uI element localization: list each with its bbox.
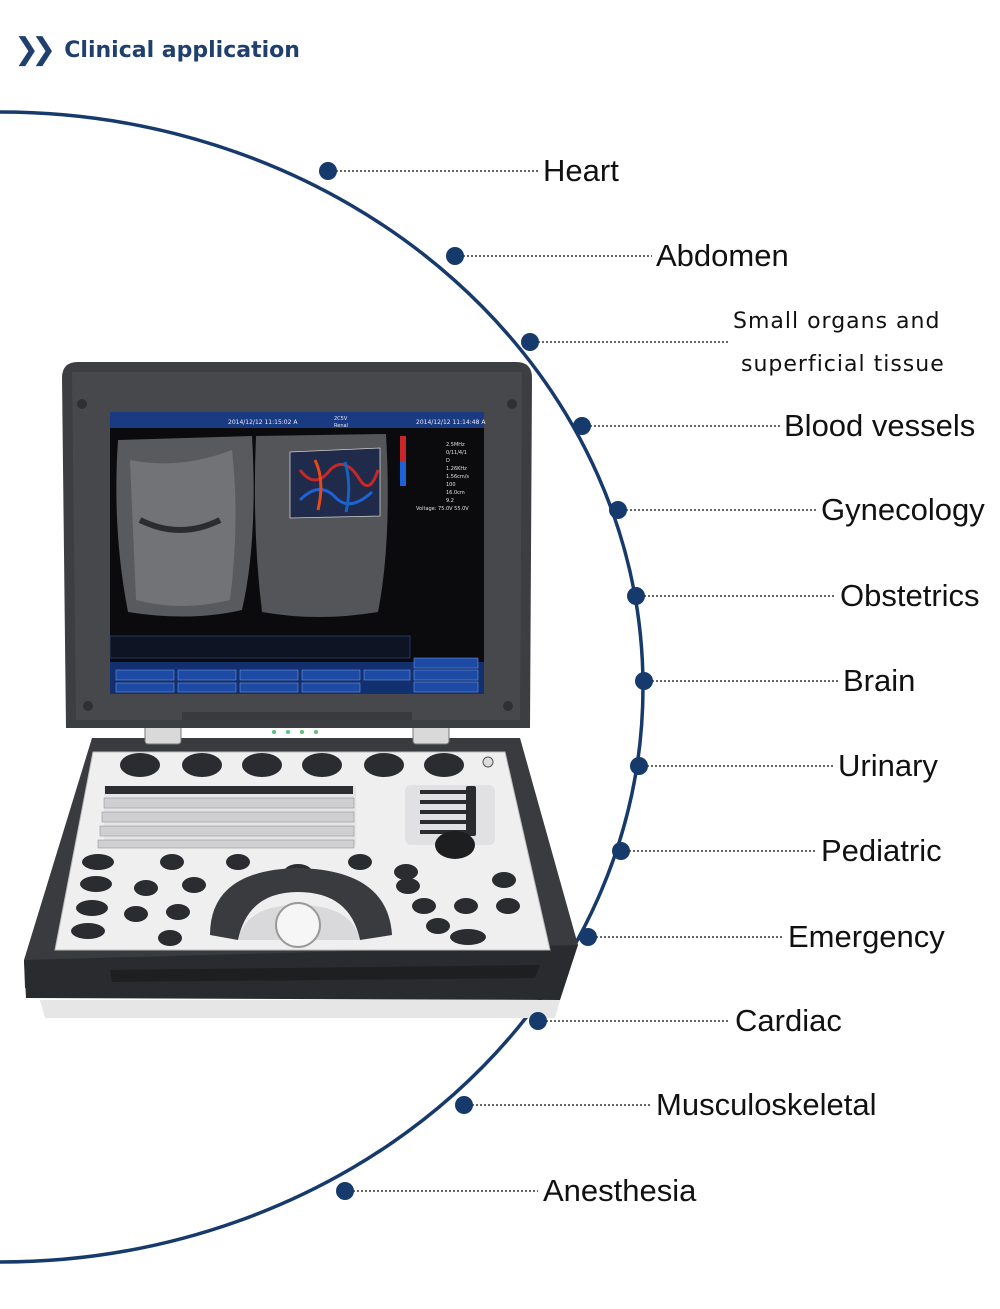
- dpad-button: [182, 753, 222, 777]
- function-button: [348, 854, 372, 870]
- function-button: [158, 930, 182, 946]
- svg-text:2.5MHz: 2.5MHz: [446, 442, 465, 448]
- svg-text:Voltage: 75.0V 55.0V: Voltage: 75.0V 55.0V: [416, 506, 469, 512]
- screen-time-right: 2014/12/12 11:14:48 A: [416, 419, 486, 426]
- trackball-surround: [210, 868, 392, 940]
- trackball: [275, 902, 321, 948]
- function-button: [496, 898, 520, 914]
- application-label: Heart: [543, 153, 619, 188]
- svg-text:2C5V: 2C5V: [334, 416, 348, 422]
- ultrasound-device: 2014/12/12 11:15:02 A 2C5V Renal 2014/12…: [24, 362, 578, 1018]
- application-label: Musculoskeletal: [656, 1087, 877, 1122]
- svg-text:Renal: Renal: [334, 423, 348, 429]
- application-dot: [635, 672, 653, 690]
- function-button: [426, 918, 450, 934]
- function-button: [412, 898, 436, 914]
- application-dot: [319, 162, 337, 180]
- function-button: [394, 864, 418, 880]
- ultrasound-screen: 2014/12/12 11:15:02 A 2C5V Renal 2014/12…: [109, 412, 486, 694]
- function-button: [76, 900, 108, 916]
- screen-time-left: 2014/12/12 11:15:02 A: [228, 419, 298, 426]
- function-button: [396, 878, 420, 894]
- application-dot: [521, 333, 539, 351]
- application-label: Gynecology: [821, 492, 985, 527]
- svg-text:1.56cm/s: 1.56cm/s: [446, 474, 469, 480]
- function-button: [134, 880, 158, 896]
- function-button: [80, 876, 112, 892]
- application-dot: [446, 247, 464, 265]
- application-dot: [627, 587, 645, 605]
- function-button: [182, 877, 206, 893]
- function-button: [492, 872, 516, 888]
- application-label: Emergency: [788, 919, 945, 954]
- section-header: ❯❯ Clinical application: [14, 30, 300, 70]
- application-label: Urinary: [838, 748, 938, 783]
- function-button: [82, 854, 114, 870]
- svg-text:1.26KHz: 1.26KHz: [446, 466, 467, 472]
- svg-text:9.2: 9.2: [446, 498, 454, 504]
- application-dot: [336, 1182, 354, 1200]
- function-button: [71, 923, 105, 939]
- function-button: [160, 854, 184, 870]
- application-label: Anesthesia: [543, 1173, 697, 1208]
- svg-text:D: D: [446, 458, 450, 464]
- freeze-button: [450, 929, 486, 945]
- application-dot: [529, 1012, 547, 1030]
- application-dot: [573, 417, 591, 435]
- function-button: [454, 898, 478, 914]
- application-dot: [455, 1096, 473, 1114]
- application-label: Small organs and superficial tissue: [733, 300, 945, 386]
- application-label: Brain: [843, 663, 916, 698]
- application-label: Obstetrics: [840, 578, 980, 613]
- application-label: Abdomen: [656, 238, 789, 273]
- function-button: [226, 854, 250, 870]
- application-label-line: superficial tissue: [741, 352, 945, 377]
- application-label-line: Small organs and: [733, 309, 941, 334]
- dpad-button: [424, 753, 464, 777]
- function-button: [124, 906, 148, 922]
- svg-text:16.0cm: 16.0cm: [446, 490, 465, 496]
- section-title: Clinical application: [64, 37, 300, 63]
- application-label: Cardiac: [735, 1003, 842, 1038]
- application-label: Pediatric: [821, 833, 942, 868]
- dpad-button: [242, 753, 282, 777]
- svg-text:0/11/4/1: 0/11/4/1: [446, 450, 467, 456]
- svg-text:100: 100: [446, 482, 456, 488]
- application-label: Blood vessels: [784, 408, 976, 443]
- mode-knob: [435, 831, 475, 859]
- dpad-button: [364, 753, 404, 777]
- application-dot: [612, 842, 630, 860]
- application-dot: [609, 501, 627, 519]
- application-dot: [630, 757, 648, 775]
- function-button: [166, 904, 190, 920]
- dpad-button: [302, 753, 342, 777]
- dpad-button: [120, 753, 160, 777]
- application-dot: [579, 928, 597, 946]
